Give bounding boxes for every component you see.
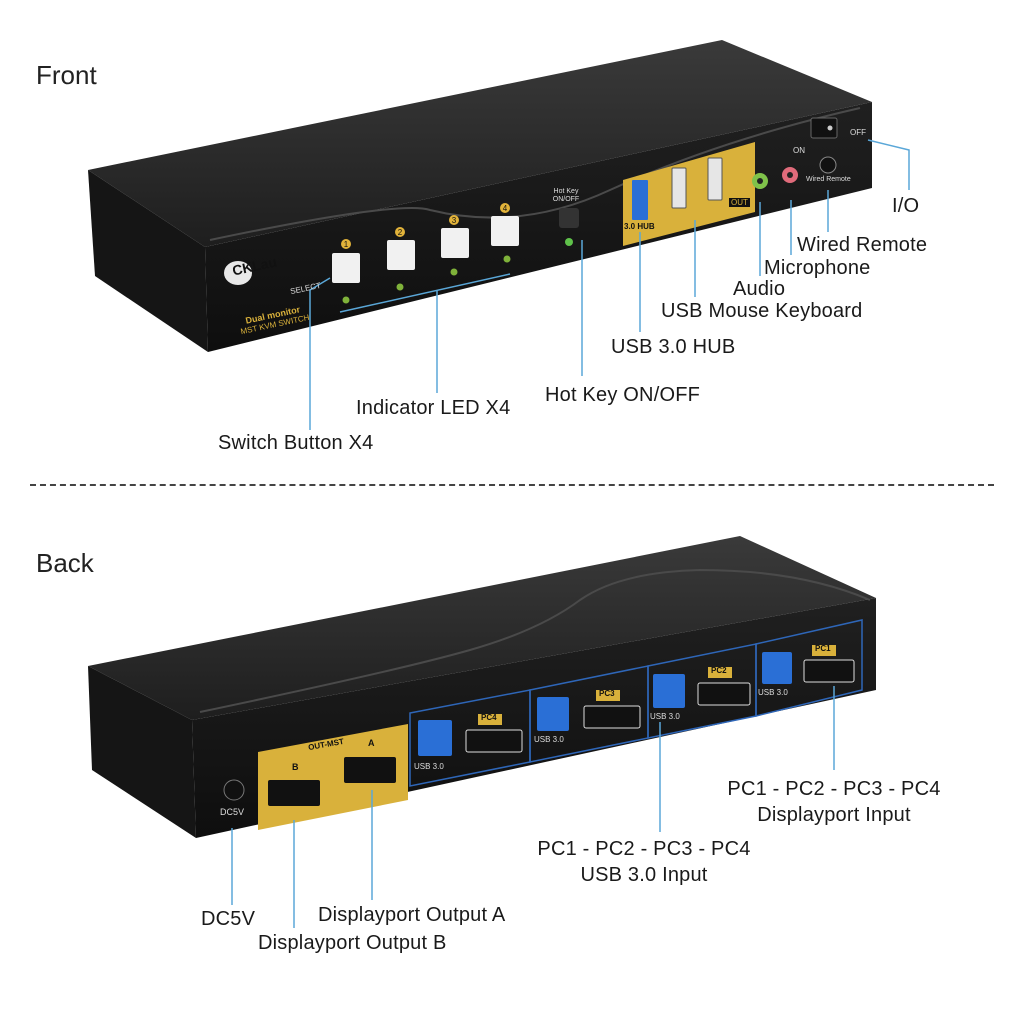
callout-line-switch-button bbox=[309, 277, 331, 430]
callout-usb30-hub: USB 3.0 HUB bbox=[611, 336, 736, 358]
button-number-badge-3 bbox=[449, 215, 459, 225]
callout-hotkey: Hot Key ON/OFF bbox=[545, 384, 701, 406]
usb30-hub-port[interactable] bbox=[632, 180, 648, 220]
back-port-b-label: B bbox=[292, 762, 299, 772]
button-number-badge-1 bbox=[341, 239, 351, 249]
pc1-badge bbox=[812, 645, 836, 656]
pc3-badge bbox=[596, 690, 620, 701]
button-number-4: 4 bbox=[503, 204, 508, 213]
front-top-panel bbox=[88, 40, 872, 247]
callout-switch-button: Switch Button X4 bbox=[218, 432, 374, 454]
switch-button-1[interactable] bbox=[332, 253, 360, 283]
indicator-led-3 bbox=[450, 268, 458, 276]
front-section-title: Front bbox=[36, 60, 97, 90]
button-number-badge-2 bbox=[395, 227, 405, 237]
indicator-led-1 bbox=[342, 296, 350, 304]
pc1-usb-port[interactable] bbox=[762, 652, 792, 684]
callout-dc5v: DC5V bbox=[201, 908, 256, 930]
pc1-group-frame bbox=[755, 619, 863, 717]
callout-usb-input-line1: PC1 - PC2 - PC3 - PC4 bbox=[537, 838, 751, 860]
back-pc1-usb-label: USB 3.0 bbox=[758, 688, 788, 697]
callout-io: I/O bbox=[892, 195, 920, 217]
callout-indicator-led: Indicator LED X4 bbox=[356, 397, 511, 419]
callout-usb-input-line2: USB 3.0 Input bbox=[580, 864, 708, 886]
pc3-dp-port[interactable] bbox=[583, 705, 641, 729]
usb-keyboard-port[interactable] bbox=[671, 167, 687, 209]
front-side-panel bbox=[88, 170, 208, 352]
front-wired-remote-label: Wired Remote bbox=[806, 176, 851, 183]
switch-button-2[interactable] bbox=[387, 240, 415, 270]
callout-microphone: Microphone bbox=[764, 257, 871, 279]
back-side-panel bbox=[88, 666, 196, 838]
pc4-usb-port[interactable] bbox=[418, 720, 452, 756]
hotkey-led bbox=[565, 238, 573, 246]
pc4-badge bbox=[478, 714, 502, 725]
callout-dp-input-line2: Displayport Input bbox=[757, 804, 911, 826]
pc1-dp-port[interactable] bbox=[803, 659, 855, 683]
callout-usb-input: PC1 - PC2 - PC3 - PC4 USB 3.0 Input bbox=[526, 838, 762, 887]
back-pc3-label: PC3 bbox=[599, 689, 615, 698]
switch-button-4[interactable] bbox=[491, 216, 519, 246]
back-pc4-usb-label: USB 3.0 bbox=[414, 762, 444, 771]
callout-audio: Audio bbox=[733, 278, 786, 300]
front-hotkey-label: Hot Key ON/OFF bbox=[552, 188, 580, 203]
front-on-label: ON bbox=[793, 146, 805, 155]
back-pc2-label: PC2 bbox=[711, 666, 727, 675]
callout-usb-mouse-keyboard: USB Mouse Keyboard bbox=[661, 300, 863, 322]
button-number-1: 1 bbox=[344, 240, 349, 249]
callout-dp-out-b: Displayport Output B bbox=[258, 932, 447, 954]
callout-dp-out-a: Displayport Output A bbox=[318, 904, 506, 926]
back-pc3-usb-label: USB 3.0 bbox=[534, 735, 564, 744]
button-number-badge-4 bbox=[500, 203, 510, 213]
switch-button-3[interactable] bbox=[441, 228, 469, 258]
pc2-badge bbox=[708, 667, 732, 678]
back-pc2-usb-label: USB 3.0 bbox=[650, 712, 680, 721]
hotkey-button[interactable] bbox=[559, 208, 579, 228]
back-top-panel bbox=[88, 536, 876, 720]
front-off-label: OFF bbox=[850, 128, 866, 137]
back-top-curve bbox=[199, 568, 871, 713]
callout-dp-input-line1: PC1 - PC2 - PC3 - PC4 bbox=[727, 778, 941, 800]
back-port-a-label: A bbox=[368, 738, 375, 748]
back-pc4-label: PC4 bbox=[481, 713, 497, 722]
dc5v-jack[interactable] bbox=[223, 779, 245, 801]
callout-line-led-group bbox=[339, 273, 511, 313]
section-divider bbox=[30, 484, 994, 486]
usb-mouse-port[interactable] bbox=[707, 157, 723, 201]
dp-output-a-port[interactable] bbox=[344, 757, 396, 783]
back-dc-label: DC5V bbox=[220, 807, 245, 817]
button-number-2: 2 bbox=[398, 228, 403, 237]
front-usb30-hub-label: 3.0 HUB bbox=[624, 222, 655, 231]
callout-dp-input: PC1 - PC2 - PC3 - PC4 Displayport Input bbox=[712, 778, 956, 827]
dp-output-b-port[interactable] bbox=[268, 780, 320, 806]
pc2-dp-port[interactable] bbox=[697, 682, 751, 706]
indicator-led-4 bbox=[503, 255, 511, 263]
wired-remote-jack[interactable] bbox=[819, 156, 837, 174]
indicator-led-2 bbox=[396, 283, 404, 291]
button-number-3: 3 bbox=[452, 216, 457, 225]
pc2-usb-port[interactable] bbox=[653, 674, 685, 708]
back-pc1-label: PC1 bbox=[815, 644, 831, 653]
power-switch-indicator bbox=[827, 125, 833, 131]
front-out-label: OUT bbox=[729, 198, 750, 207]
pc4-dp-port[interactable] bbox=[465, 729, 523, 753]
audio-jack-hole bbox=[757, 178, 763, 184]
microphone-jack-hole bbox=[787, 172, 793, 178]
callout-line-io bbox=[867, 139, 910, 190]
back-section-title: Back bbox=[36, 548, 94, 578]
callout-wired-remote: Wired Remote bbox=[797, 234, 928, 256]
power-switch[interactable] bbox=[810, 117, 838, 139]
brand-logo-mark bbox=[224, 261, 252, 285]
front-top-curve bbox=[209, 107, 861, 241]
pc3-usb-port[interactable] bbox=[537, 697, 569, 731]
